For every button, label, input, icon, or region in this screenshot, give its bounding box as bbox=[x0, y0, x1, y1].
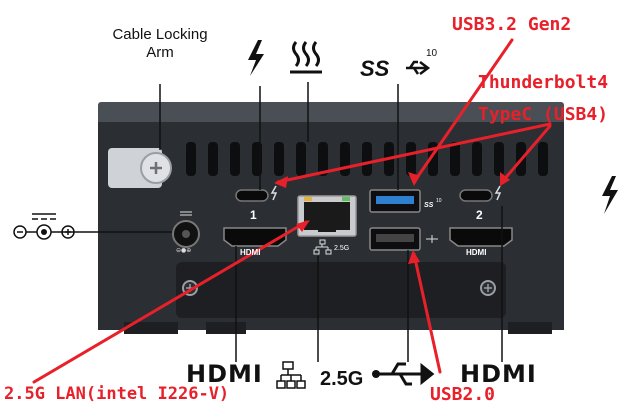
thunderbolt-icon-top bbox=[248, 40, 264, 76]
usb20-mark bbox=[426, 235, 438, 243]
dc-polarity-icon bbox=[13, 213, 75, 240]
thunderbolt-port-right bbox=[459, 189, 493, 202]
port-number-1: 1 bbox=[250, 208, 257, 222]
hdmi-left-label: HDMI bbox=[186, 360, 263, 388]
ss-tag: SS bbox=[424, 202, 434, 209]
typec-usb4-label: TypeC (USB4) bbox=[478, 104, 609, 125]
usb20-annotation-label: USB2.0 bbox=[430, 384, 496, 405]
lan-annotation-label: 2.5G LAN(intel I226-V) bbox=[4, 384, 230, 404]
cable-locking-arm-label: Cable Locking Arm bbox=[112, 26, 208, 61]
usb32-gen2-label: USB3.2 Gen2 bbox=[452, 14, 572, 35]
ss-logo: SS bbox=[360, 56, 390, 81]
hdmi-tag-2: HDMI bbox=[466, 248, 487, 257]
red-annotation-arrows bbox=[32, 38, 552, 384]
foot-center bbox=[206, 322, 246, 334]
usb-trident-icon-top bbox=[406, 60, 431, 75]
lan-led-right bbox=[342, 197, 350, 201]
red-arrowheads bbox=[274, 172, 510, 264]
usb-icon-bottom bbox=[376, 362, 435, 386]
hdmi-right-label: HDMI bbox=[460, 360, 537, 388]
foot-left bbox=[124, 322, 178, 334]
lan-network-icon-small bbox=[313, 239, 332, 255]
tb-right-mark bbox=[494, 185, 502, 201]
heat-icon bbox=[290, 41, 322, 74]
dc-marker bbox=[180, 211, 192, 216]
hdmi-port-left bbox=[223, 227, 287, 247]
thunderbolt-icon-right bbox=[602, 176, 618, 214]
foot-right bbox=[508, 322, 552, 334]
thunderbolt-port-left bbox=[235, 189, 269, 202]
thunderbolt4-label: Thunderbolt4 bbox=[478, 72, 609, 93]
lan-network-icon-bottom bbox=[276, 361, 306, 389]
lan-tag: 2.5G bbox=[334, 245, 350, 252]
hdmi-port-right bbox=[449, 227, 513, 247]
screw-cross bbox=[150, 162, 162, 174]
svg-text:⊖●⊕: ⊖●⊕ bbox=[176, 247, 191, 254]
chassis-top-edge bbox=[98, 102, 564, 126]
lan-speed-label: 2.5G bbox=[320, 368, 364, 390]
ss-tag-superscript: 10 bbox=[436, 198, 442, 204]
port-number-2: 2 bbox=[476, 208, 483, 222]
lan-led-left bbox=[304, 197, 312, 201]
tb-left-mark bbox=[270, 185, 278, 201]
hdmi-tag-1: HDMI bbox=[240, 248, 261, 257]
black-leader-lines bbox=[62, 82, 503, 362]
ss-superscript: 10 bbox=[426, 48, 438, 59]
